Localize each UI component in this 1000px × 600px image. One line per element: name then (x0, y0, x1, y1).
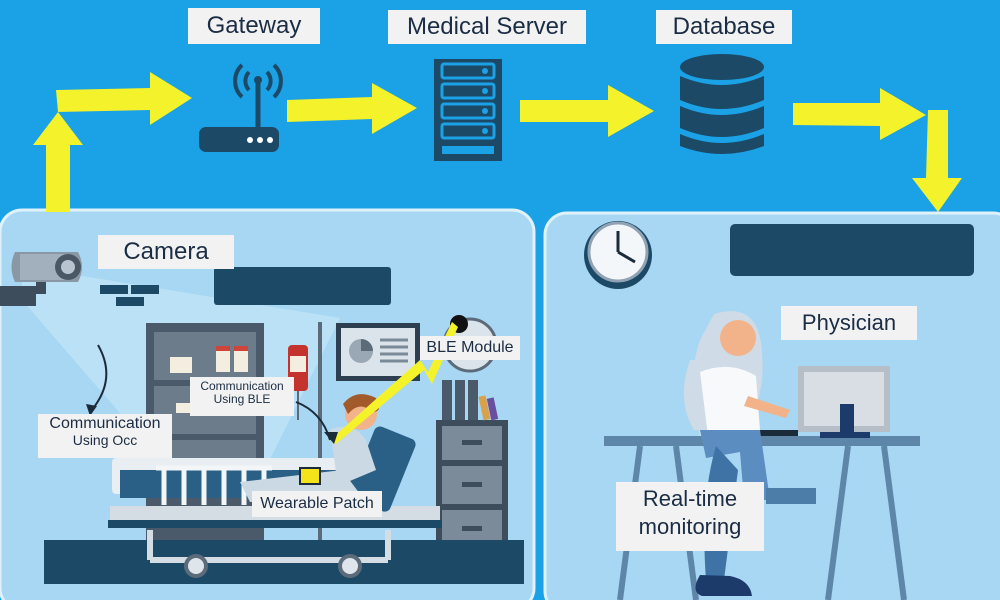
physician-dark-bar (730, 224, 974, 276)
arrow-to-database (520, 85, 654, 137)
arrow-to-gateway (56, 72, 192, 125)
camera-label: Camera (98, 235, 234, 269)
arrow-to-server (287, 83, 417, 134)
vital-monitor (336, 323, 420, 381)
communication-ble-line1: Communication (200, 379, 284, 393)
gateway-label: Gateway (188, 8, 320, 44)
communication-occ-label: Communication Using Occ (38, 414, 172, 458)
physician-label: Physician (781, 306, 917, 340)
database-label: Database (656, 10, 792, 44)
communication-occ-line2: Using Occ (72, 431, 138, 448)
realtime-line2: monitoring (638, 513, 742, 539)
camera-dark-bar (214, 267, 391, 305)
wall-bricks (100, 285, 159, 306)
computer-monitor (742, 366, 890, 438)
arrow-up (33, 112, 83, 212)
arrow-down (912, 110, 962, 212)
communication-occ-line1: Communication (49, 415, 161, 432)
ble-signal-bolt (330, 322, 458, 444)
wearable-patch-label: Wearable Patch (252, 491, 382, 517)
flow-arrows (33, 72, 962, 212)
security-camera-icon (0, 252, 82, 306)
ble-module-label: BLE Module (420, 336, 520, 360)
communication-ble-label: Communication Using BLE (190, 377, 294, 416)
communication-ble-line2: Using BLE (213, 391, 271, 406)
database-icon (680, 54, 764, 154)
realtime-line1: Real-time (642, 486, 738, 511)
filing-cabinet (436, 380, 508, 555)
medical-server-label: Medical Server (388, 10, 586, 44)
wifi-router-icon (199, 63, 283, 152)
realtime-monitoring-label: Real-time monitoring (616, 482, 764, 551)
arrow-to-corner (793, 88, 926, 140)
clock-icon (584, 221, 652, 289)
server-rack-icon (434, 59, 502, 161)
